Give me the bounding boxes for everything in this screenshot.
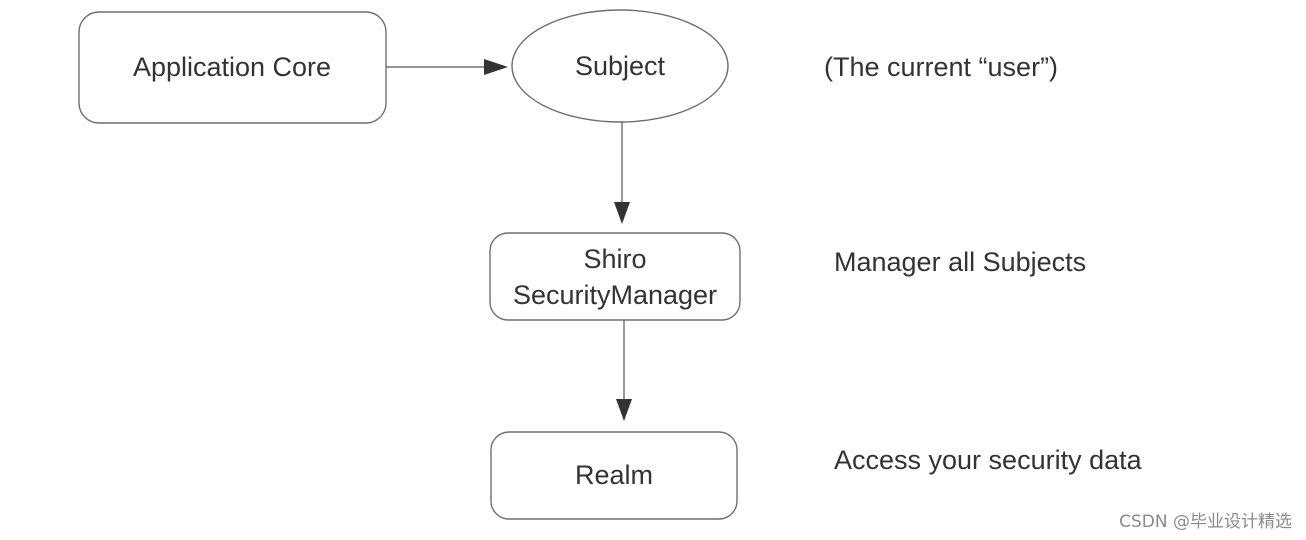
arrow-right-icon [484,59,508,75]
application-core-label: Application Core [133,52,331,82]
watermark-text: CSDN @毕业设计精选 [1119,512,1292,532]
realm-label: Realm [575,460,653,490]
edge-application-core-to-subject [386,59,508,75]
application-core-node: Application Core [78,11,387,124]
security-manager-label-line2: SecurityManager [513,280,717,310]
edge-security-manager-to-realm [616,320,632,421]
realm-note: Access your security data [834,445,1143,475]
subject-note: (The current “user”) [824,52,1058,82]
arrow-down-icon [616,399,632,421]
security-manager-node: Shiro SecurityManager [489,232,741,321]
subject-node: Subject [511,9,729,123]
security-manager-label-line1: Shiro [583,244,646,274]
edge-subject-to-security-manager [614,122,630,224]
realm-node: Realm [490,431,738,520]
security-manager-note: Manager all Subjects [834,247,1086,277]
subject-label: Subject [575,51,666,81]
arrow-down-icon [614,202,630,224]
